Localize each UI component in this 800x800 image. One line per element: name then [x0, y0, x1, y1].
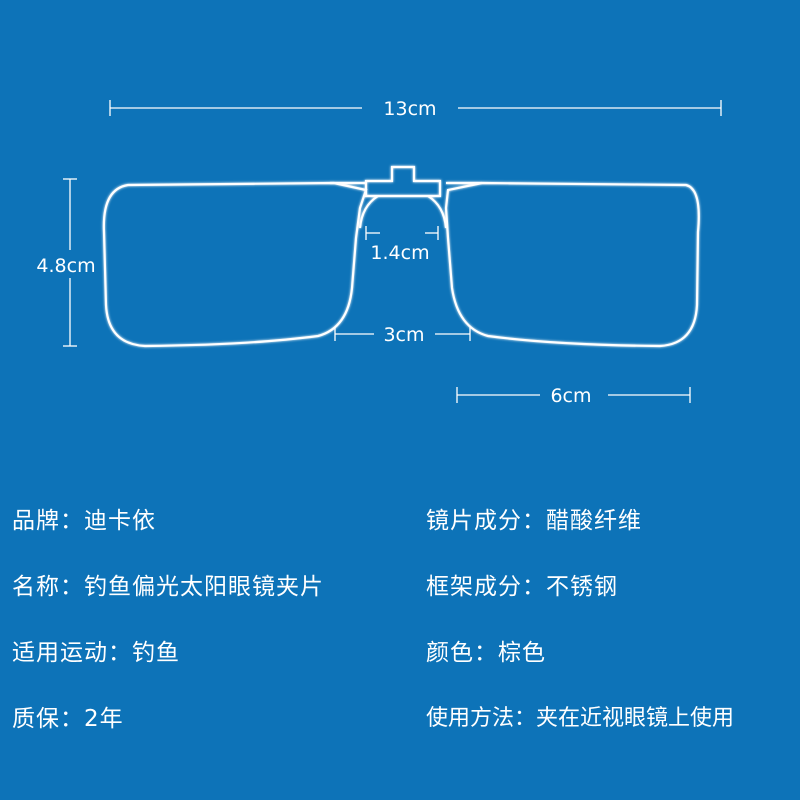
lens-height-label: 4.8cm [36, 255, 95, 277]
clip-mechanism [364, 165, 442, 198]
spec-color-value: 棕色 [498, 640, 546, 666]
bridge-bottom-dimension [334, 327, 471, 341]
spec-usage-label: 使用方法： [426, 706, 537, 731]
spec-warranty-label: 质保： [12, 706, 84, 732]
spec-brand: 品牌：迪卡依 [12, 506, 156, 536]
spec-name-label: 名称： [12, 574, 84, 600]
left-lens [102, 181, 368, 348]
spec-warranty-value: 2年 [84, 706, 124, 732]
spec-lens-material-label: 镜片成分： [426, 508, 546, 534]
bridge-bottom-label: 3cm [383, 324, 424, 346]
bridge-arc-left [358, 195, 379, 229]
bridge-arc-right [427, 195, 448, 229]
right-lens [444, 181, 700, 348]
bridge-top-dimension [365, 226, 439, 240]
spec-sport-label: 适用运动： [12, 640, 132, 666]
glasses-dimension-diagram: 13cm 4.8cm 1.4cm 3cm [36, 98, 722, 407]
spec-lens-material-value: 醋酸纤维 [546, 508, 642, 534]
bridge-top-label: 1.4cm [370, 242, 429, 264]
lens-height-dimension [63, 178, 77, 347]
spec-frame-material: 框架成分：不锈钢 [426, 572, 618, 602]
clip-on-frame [102, 165, 700, 348]
lens-width-dimension [456, 387, 691, 403]
spec-sport: 适用运动：钓鱼 [12, 638, 180, 668]
spec-lens-material: 镜片成分：醋酸纤维 [426, 506, 642, 536]
spec-frame-material-label: 框架成分： [426, 574, 546, 600]
spec-name-value: 钓鱼偏光太阳眼镜夹片 [84, 574, 324, 600]
spec-color: 颜色：棕色 [426, 638, 546, 668]
spec-color-label: 颜色： [426, 640, 498, 666]
total-width-dimension [109, 100, 722, 116]
total-width-label: 13cm [383, 98, 436, 120]
spec-brand-value: 迪卡依 [84, 508, 156, 534]
spec-sport-value: 钓鱼 [132, 640, 180, 666]
spec-usage-value: 夹在近视眼镜上使用 [536, 706, 735, 731]
spec-frame-material-value: 不锈钢 [546, 574, 618, 600]
spec-brand-label: 品牌： [12, 508, 84, 534]
spec-name: 名称：钓鱼偏光太阳眼镜夹片 [12, 572, 324, 602]
lens-width-label: 6cm [550, 385, 591, 407]
spec-usage: 使用方法：夹在近视眼镜上使用 [426, 704, 734, 734]
spec-warranty: 质保：2年 [12, 704, 124, 734]
